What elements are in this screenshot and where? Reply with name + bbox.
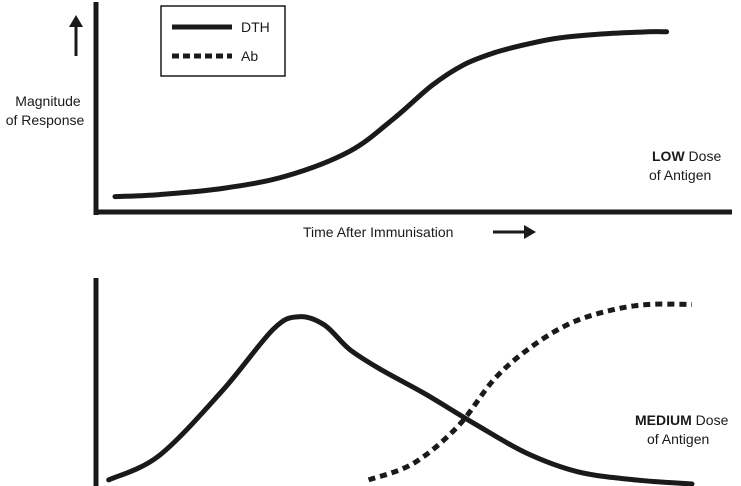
x-axis-right-arrow-icon (493, 225, 536, 239)
panel-label-medium: MEDIUM Dose (635, 412, 729, 428)
y-axis-label-line1: Magnitude (15, 93, 81, 109)
y-axis-up-arrow-icon (69, 15, 83, 56)
bottom-series-line-dth (106, 314, 695, 486)
panel-label-medium-line2: of Antigen (647, 431, 709, 447)
bottom-panel: MEDIUM Dose of Antigen (93, 278, 729, 486)
legend-label-dth: DTH (241, 19, 270, 35)
panel-label-medium-rest: Dose (692, 412, 729, 428)
legend: DTH Ab (160, 5, 286, 77)
top-series-line-dth (112, 29, 670, 200)
x-axis-title-group: Time After Immunisation (303, 224, 536, 240)
bottom-series-layer (106, 301, 695, 486)
panel-label-medium-bold: MEDIUM (635, 412, 692, 428)
legend-box (160, 5, 286, 77)
panel-label-low-bold: LOW (652, 148, 685, 164)
panel-label-low: LOW Dose (652, 148, 721, 164)
legend-label-ab: Ab (241, 48, 258, 64)
panel-label-low-rest: Dose (685, 148, 722, 164)
y-axis-label-line2: of Response (6, 112, 85, 128)
bottom-series-line-ab (367, 301, 693, 483)
panel-label-low-line2: of Antigen (649, 167, 711, 183)
top-panel: Magnitude of Response DTH Ab LOW Dose of… (6, 2, 732, 215)
x-axis-label: Time After Immunisation (303, 224, 453, 240)
top-series-layer (112, 29, 670, 200)
